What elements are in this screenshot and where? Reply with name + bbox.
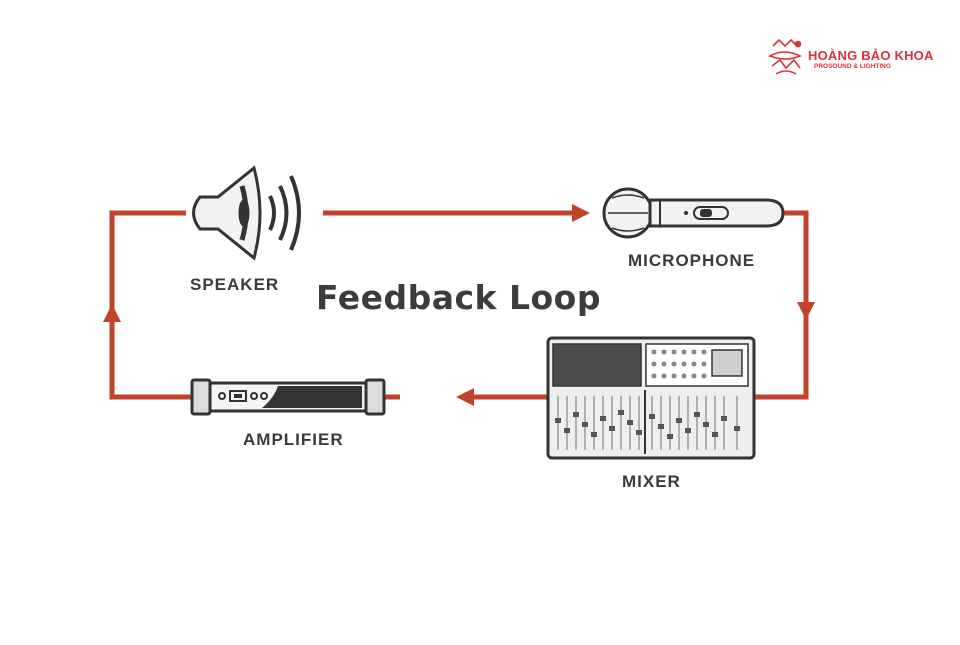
line-mic-to-mixer	[754, 210, 809, 400]
arrow-down-icon	[797, 302, 815, 320]
microphone-label: MICROPHONE	[628, 251, 756, 270]
line-amp-to-speaker	[109, 210, 192, 400]
logo-mark-icon	[768, 38, 802, 75]
amplifier-icon	[190, 378, 386, 416]
mixer-label: MIXER	[622, 472, 681, 491]
arrow-up-icon	[103, 304, 121, 322]
brand-logo: HOÀNG BẢO KHOA PROSOUND & LIGHTING	[762, 36, 933, 80]
speaker-label: SPEAKER	[190, 275, 280, 294]
loop-arrows	[103, 204, 815, 406]
mixer-icon	[546, 336, 756, 460]
mixer-faders	[557, 396, 738, 450]
arrow-right-icon	[572, 204, 590, 222]
logo-tagline: PROSOUND & LIGHTING	[814, 63, 891, 70]
diagram-title: Feedback Loop	[316, 278, 601, 317]
speaker-icon	[192, 165, 301, 261]
microphone-icon	[602, 187, 785, 239]
arrow-left-icon	[456, 388, 474, 406]
logo-name: HOÀNG BẢO KHOA	[808, 48, 934, 63]
amplifier-label: AMPLIFIER	[243, 430, 344, 449]
